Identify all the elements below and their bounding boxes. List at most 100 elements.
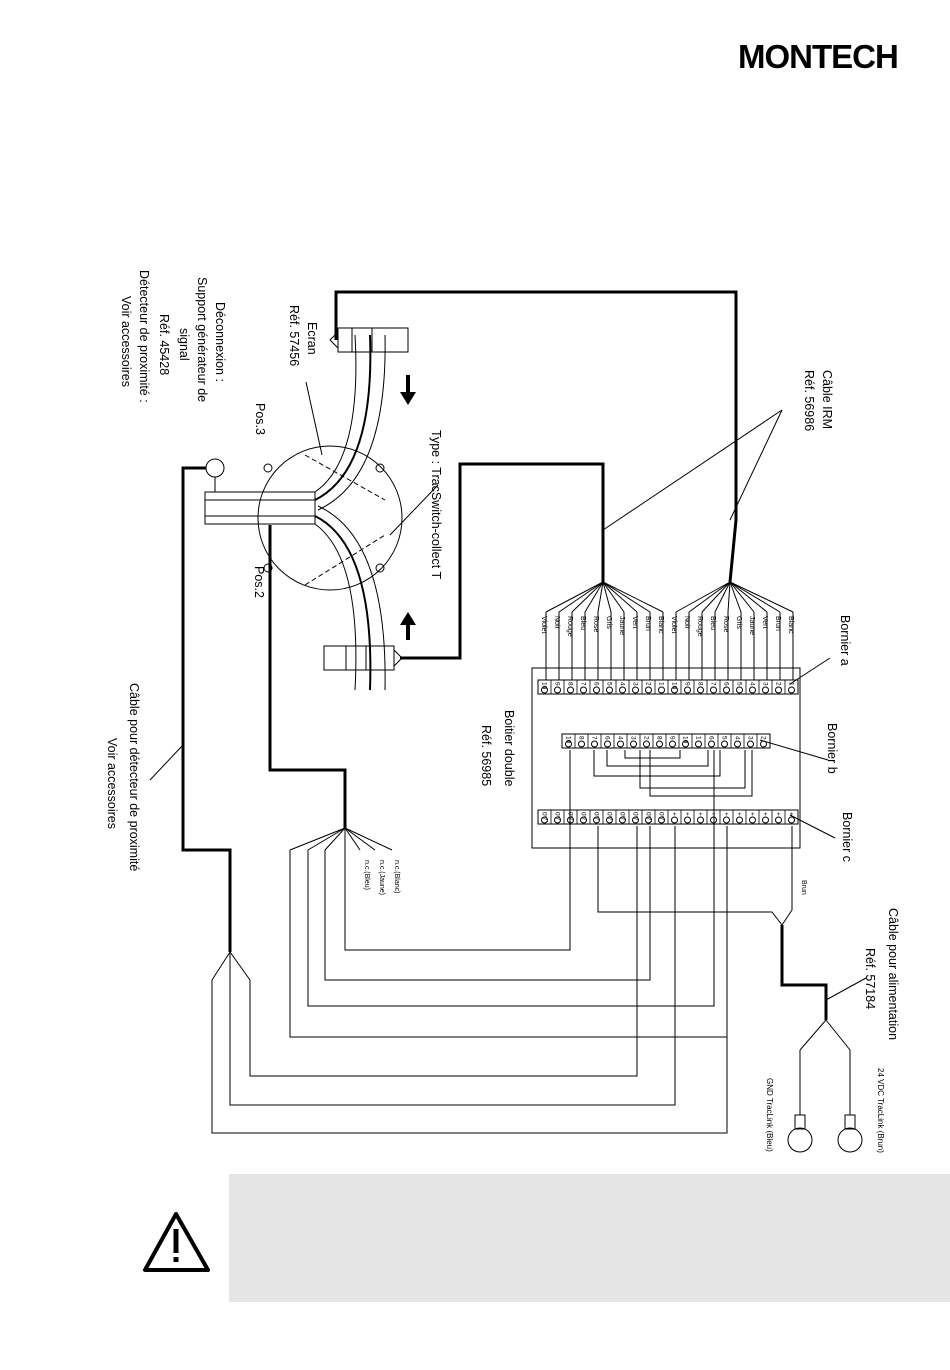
terminal-screw	[656, 740, 663, 748]
terminal-screw	[788, 816, 795, 824]
deconnexion-label-2: Support générateur de	[195, 277, 209, 402]
cable-irm	[334, 290, 783, 660]
terminal-screw	[695, 740, 702, 748]
terminal-number: 7	[580, 682, 587, 686]
terminal-screw	[645, 816, 652, 824]
terminal-number: 0V	[593, 812, 600, 821]
cable-alim-label: Câble pour alimentation	[886, 908, 900, 1040]
terminal-screw	[710, 686, 717, 694]
boitier-label: Boitier double	[502, 710, 516, 786]
terminal-screw	[567, 686, 574, 694]
ecran-ref: Réf. 57456	[287, 305, 301, 366]
wire-label: Violet	[670, 616, 677, 633]
terminal-number: +	[775, 812, 782, 816]
terminal-number: 0V	[658, 812, 665, 821]
terminal-number: 0V	[645, 812, 652, 821]
terminal-number: 8	[656, 736, 663, 740]
boitier-ref: Réf. 56985	[479, 725, 493, 786]
terminal-screw	[747, 740, 754, 748]
terminal-number: 3	[632, 682, 639, 686]
wire-color-labels: Blanc Brun Vert Jaune Gris Rose Bleu Rou…	[540, 616, 794, 637]
fan-wires-a	[545, 581, 794, 680]
terminal-screw	[630, 740, 637, 748]
terminal-screw	[619, 816, 626, 824]
terminal-screw	[749, 686, 756, 694]
detecteur-label-2: Voir accessoires	[119, 296, 133, 387]
wire-label: Brun	[644, 616, 651, 631]
terminal-screw	[723, 816, 730, 824]
terminal-number: 0V	[632, 812, 639, 821]
bornier-c-label: Bornier c	[840, 812, 854, 862]
terminal-screw	[554, 816, 561, 824]
cable-irm-label: Câble IRM	[820, 370, 834, 429]
terminal-screw	[736, 686, 743, 694]
terminal-number: 3	[762, 682, 769, 686]
bornier-b-label: Bornier b	[825, 723, 839, 774]
terminal-number: 10	[565, 736, 572, 744]
terminal-screw	[593, 686, 600, 694]
terminal-screw	[606, 686, 613, 694]
terminal-screw	[775, 816, 782, 824]
wire-label: Bleu	[709, 616, 716, 630]
terminal-number: 2	[643, 736, 650, 740]
terminal-number: 7	[591, 736, 598, 740]
wire-label: Noir	[683, 616, 690, 630]
terminal-number: 2	[645, 682, 652, 686]
terminal-screw	[658, 816, 665, 824]
terminal-number: 10	[671, 682, 678, 690]
terminal-screw	[682, 740, 689, 748]
wire-label: Rose	[592, 616, 599, 632]
terminal-number: +	[684, 812, 691, 816]
terminal-screw	[591, 740, 598, 748]
wire-label: Rouge	[696, 616, 703, 637]
terminal-number: 1	[658, 682, 665, 686]
warning-band	[229, 1174, 950, 1302]
terminal-number: 8	[578, 736, 585, 740]
cable-alim-ref: Réf. 57184	[863, 948, 877, 1009]
terminal-number: 0V	[541, 812, 548, 821]
terminal-number: +	[762, 812, 769, 816]
terminal-screw	[617, 740, 624, 748]
terminal-screw	[723, 686, 730, 694]
wire-label: Jaune	[618, 616, 625, 635]
terminal-number: 2	[775, 682, 782, 686]
wire-label: Jaune	[748, 616, 755, 635]
terminal-screw	[762, 686, 769, 694]
terminal-number: 0V	[554, 812, 561, 821]
terminal-number: 4	[734, 736, 741, 740]
terminal-screw	[606, 816, 613, 824]
detecteur-label: Détecteur de proximité :	[137, 270, 151, 403]
terminal-number: 9	[554, 682, 561, 686]
terminal-number: 6	[593, 682, 600, 686]
wire-label: Brun	[774, 616, 781, 631]
bornier-a-strip: 1234567891012345678910	[537, 680, 795, 694]
cable-detecteur	[149, 466, 728, 1134]
terminal-number: 5	[721, 736, 728, 740]
terminal-screw	[762, 816, 769, 824]
terminal-number: +	[736, 812, 743, 816]
terminal-number: 6	[708, 736, 715, 740]
wire-label: Rose	[722, 616, 729, 632]
bornier-a-label: Bornier a	[838, 615, 852, 666]
terminal-screw	[604, 740, 611, 748]
cable-detecteur-label-2: Voir accessoires	[105, 738, 119, 829]
terminal-number: 9	[684, 682, 691, 686]
wire-label: Gris	[735, 616, 742, 629]
gnd-label: GND TracLink (Bleu)	[765, 1078, 774, 1152]
nc-labels: n.c.(Blanc) n.c.(Jaune) n.c.(Bleu)	[363, 860, 400, 895]
terminal-screw	[580, 816, 587, 824]
cable-detecteur-label: Câble pour détecteur de proximité	[127, 683, 141, 871]
terminal-number: +	[671, 812, 678, 816]
wire-label: Violet	[540, 616, 547, 633]
deconnexion-label-3: signal	[177, 328, 191, 361]
terminal-number: 2	[760, 736, 767, 740]
terminal-number: 0V	[619, 812, 626, 821]
terminal-screw	[736, 816, 743, 824]
deconnexion-ref: Réf. 45428	[157, 314, 171, 375]
terminal-screw	[669, 740, 676, 748]
terminal-number: +	[788, 812, 795, 816]
brun-label: Brun	[800, 880, 807, 895]
